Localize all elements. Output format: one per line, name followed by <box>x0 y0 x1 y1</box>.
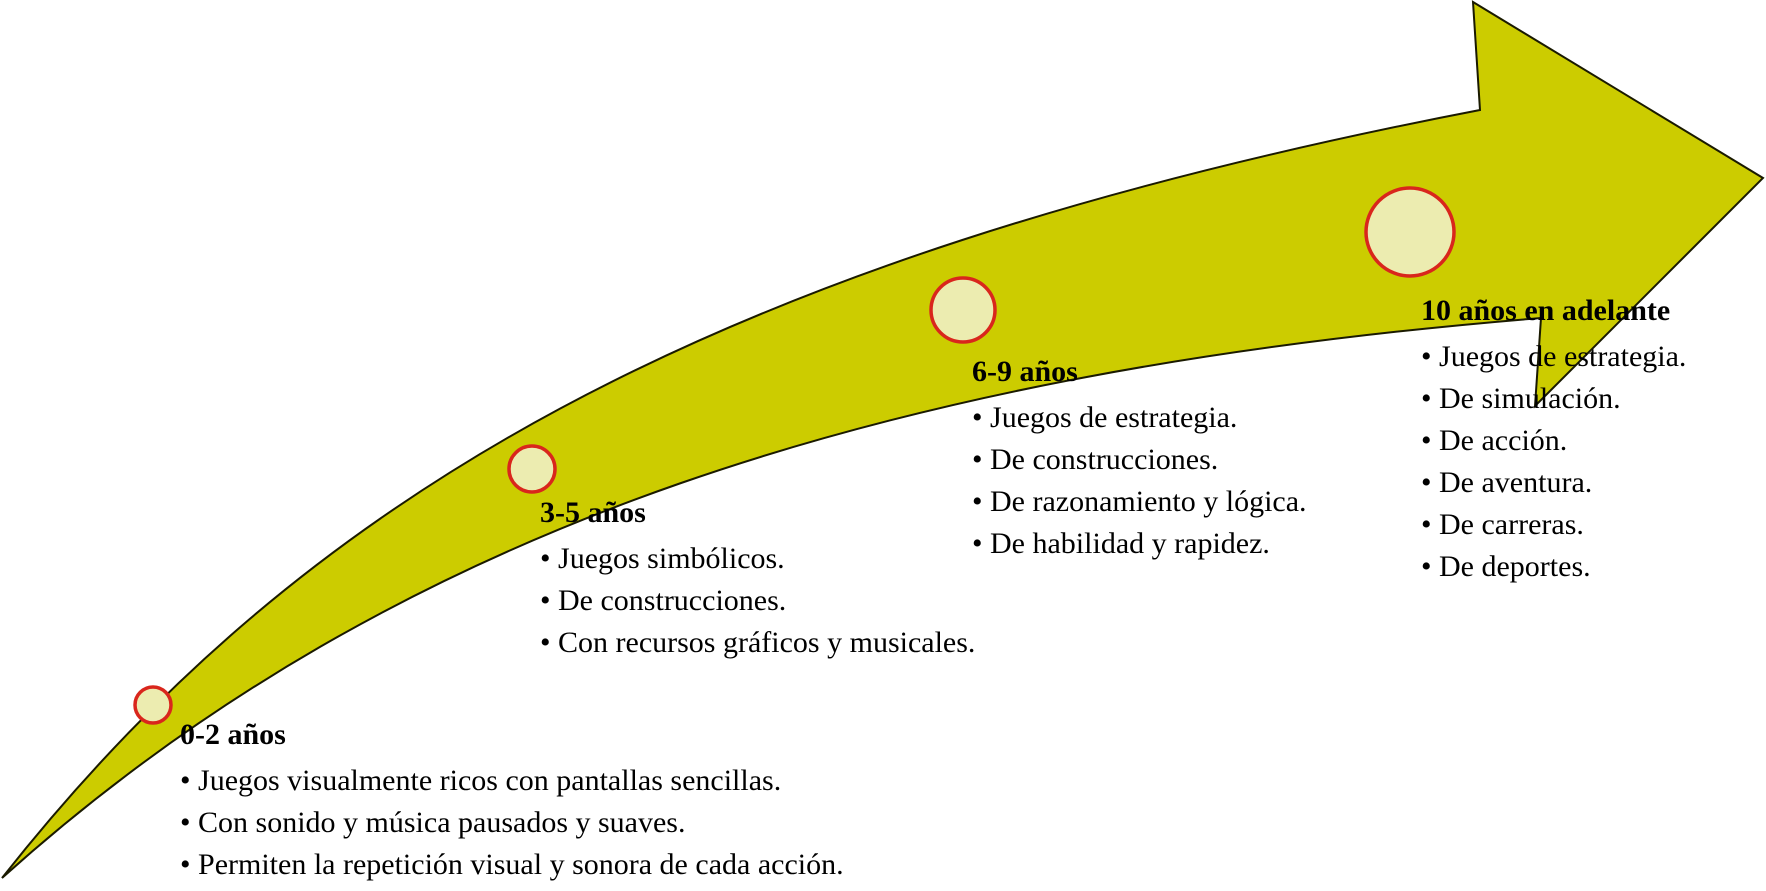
stage-item-text: Con recursos gráficos y musicales. <box>558 626 976 659</box>
stage-item-text: De construcciones. <box>990 443 1219 476</box>
stage-list-item: • De aventura. <box>1421 462 1686 504</box>
bullet-glyph: • <box>180 806 191 839</box>
bullet-glyph: • <box>540 542 551 575</box>
stage-list-item: • Juegos de estrategia. <box>972 397 1307 439</box>
stage-list-item: • Juegos visualmente ricos con pantallas… <box>180 760 844 802</box>
stage-item-text: Juegos de estrategia. <box>990 401 1238 434</box>
bullet-glyph: • <box>972 401 983 434</box>
stage-6-9: 6-9 años • Juegos de estrategia.• De con… <box>972 357 1307 565</box>
stage-item-text: Con sonido y música pausados y suaves. <box>198 806 686 839</box>
stage-list-item: • De deportes. <box>1421 546 1686 588</box>
bullet-glyph: • <box>972 527 983 560</box>
stage-item-text: De construcciones. <box>558 584 787 617</box>
stage-marker-3-5 <box>507 444 557 494</box>
stage-title: 10 años en adelante <box>1421 294 1671 327</box>
stage-marker-10-plus <box>1364 186 1456 278</box>
stage-item-text: Juegos simbólicos. <box>558 542 785 575</box>
stage-list-item: • Juegos simbólicos. <box>540 538 975 580</box>
bullet-glyph: • <box>1421 382 1432 415</box>
stage-marker-0-2 <box>133 685 173 725</box>
stage-item-list: • Juegos de estrategia.• De construccion… <box>972 397 1307 565</box>
stage-item-text: De aventura. <box>1439 466 1593 499</box>
stage-item-list: • Juegos visualmente ricos con pantallas… <box>180 760 844 886</box>
stage-list-item: • Con sonido y música pausados y suaves. <box>180 802 844 844</box>
stage-item-text: Permiten la repetición visual y sonora d… <box>198 848 844 881</box>
stage-title: 0-2 años <box>180 718 286 751</box>
bullet-glyph: • <box>540 584 551 617</box>
stage-list-item: • De habilidad y rapidez. <box>972 523 1307 565</box>
stage-list-item: • De construcciones. <box>540 580 975 622</box>
stage-list-item: • De simulación. <box>1421 378 1686 420</box>
stage-title: 3-5 años <box>540 496 646 529</box>
bullet-glyph: • <box>1421 424 1432 457</box>
stage-0-2: 0-2 años • Juegos visualmente ricos con … <box>180 720 844 886</box>
stage-item-text: Juegos visualmente ricos con pantallas s… <box>198 764 782 797</box>
stage-item-text: De deportes. <box>1439 550 1591 583</box>
bullet-glyph: • <box>1421 340 1432 373</box>
stage-list-item: • De carreras. <box>1421 504 1686 546</box>
stage-item-text: Juegos de estrategia. <box>1439 340 1687 373</box>
stage-list-item: • De acción. <box>1421 420 1686 462</box>
stage-marker-6-9 <box>929 276 997 344</box>
stage-list-item: • Juegos de estrategia. <box>1421 336 1686 378</box>
stage-title: 6-9 años <box>972 355 1078 388</box>
bullet-glyph: • <box>1421 550 1432 583</box>
bullet-glyph: • <box>540 626 551 659</box>
stage-list-item: • Con recursos gráficos y musicales. <box>540 622 975 664</box>
stage-list-item: • De construcciones. <box>972 439 1307 481</box>
bullet-glyph: • <box>972 443 983 476</box>
stage-3-5: 3-5 años • Juegos simbólicos.• De constr… <box>540 498 975 664</box>
stage-item-text: De carreras. <box>1439 508 1584 541</box>
stage-list-item: • De razonamiento y lógica. <box>972 481 1307 523</box>
stage-item-text: De acción. <box>1439 424 1568 457</box>
stage-item-text: De habilidad y rapidez. <box>990 527 1270 560</box>
stage-item-list: • Juegos de estrategia.• De simulación.•… <box>1421 336 1686 588</box>
bullet-glyph: • <box>972 485 983 518</box>
stage-item-list: • Juegos simbólicos.• De construcciones.… <box>540 538 975 664</box>
bullet-glyph: • <box>1421 508 1432 541</box>
stage-list-item: • Permiten la repetición visual y sonora… <box>180 844 844 886</box>
bullet-glyph: • <box>180 848 191 881</box>
stage-10-plus: 10 años en adelante • Juegos de estrateg… <box>1421 296 1686 588</box>
bullet-glyph: • <box>1421 466 1432 499</box>
stage-item-text: De simulación. <box>1439 382 1621 415</box>
bullet-glyph: • <box>180 764 191 797</box>
stage-item-text: De razonamiento y lógica. <box>990 485 1307 518</box>
